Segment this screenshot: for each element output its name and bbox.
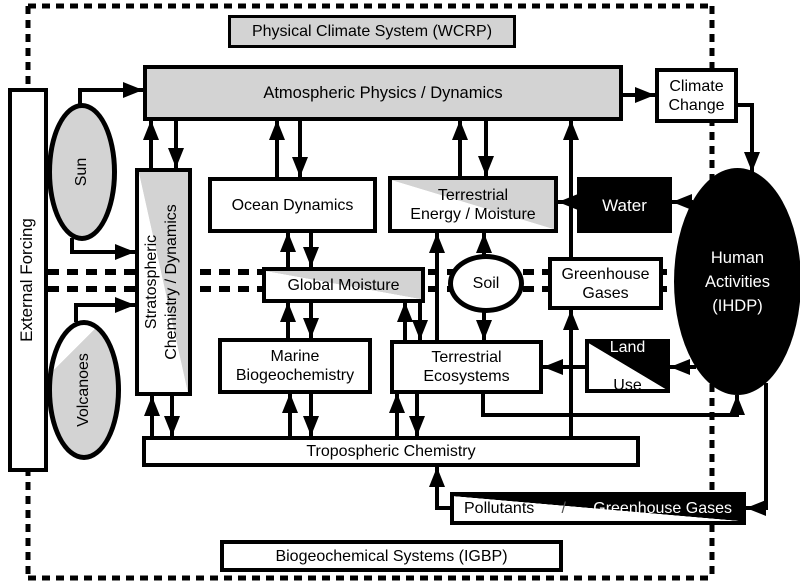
sun-ellipse [47, 103, 117, 241]
pollutants-greenhouse-gases-box: Pollutants / Greenhouse Gases [450, 492, 746, 525]
marine-biogeochemistry-box: Marine Biogeochemistry [218, 338, 372, 394]
volcanoes-label: Volcanoes [75, 353, 92, 427]
external-forcing-label: External Forcing [17, 218, 36, 342]
global-moisture-box: Global Moisture [262, 267, 425, 303]
climate-change-box: Climate Change [655, 68, 738, 123]
stratospheric-chemistry-box [135, 168, 192, 396]
soil-ellipse: Soil [448, 254, 524, 313]
atmospheric-physics-box: Atmospheric Physics / Dynamics [143, 65, 623, 121]
ocean-dynamics-box: Ocean Dynamics [208, 177, 377, 233]
volcanoes-ellipse [47, 320, 121, 460]
igbp-header: Biogeochemical Systems (IGBP) [220, 540, 563, 572]
pollutants-separator: / [561, 500, 566, 517]
land-use-box: Land Use [585, 338, 670, 394]
sun-label: Sun [73, 157, 90, 187]
water-box: Water [577, 177, 672, 233]
human-activities-ellipse: Human Activities (IHDP) [674, 168, 800, 395]
stratospheric-chemistry-label: Stratospheric Chemistry / Dynamics [143, 204, 180, 360]
solid-arrows [70, 82, 768, 516]
pollutants-greenhouse-label: Greenhouse Gases [593, 500, 732, 517]
pollutants-label: Pollutants [464, 500, 535, 517]
external-forcing-box [8, 88, 48, 472]
greenhouse-gases-box: Greenhouse Gases [548, 257, 663, 310]
land-use-label-line2: Use [613, 376, 642, 394]
land-use-label-line1: Land [609, 338, 646, 356]
wcrp-header: Physical Climate System (WCRP) [228, 15, 516, 48]
tropospheric-chemistry-box: Tropospheric Chemistry [142, 436, 640, 467]
terrestrial-ecosystems-box: Terrestrial Ecosystems [390, 340, 543, 394]
terrestrial-energy-moisture-box: Terrestrial Energy / Moisture [388, 176, 558, 233]
